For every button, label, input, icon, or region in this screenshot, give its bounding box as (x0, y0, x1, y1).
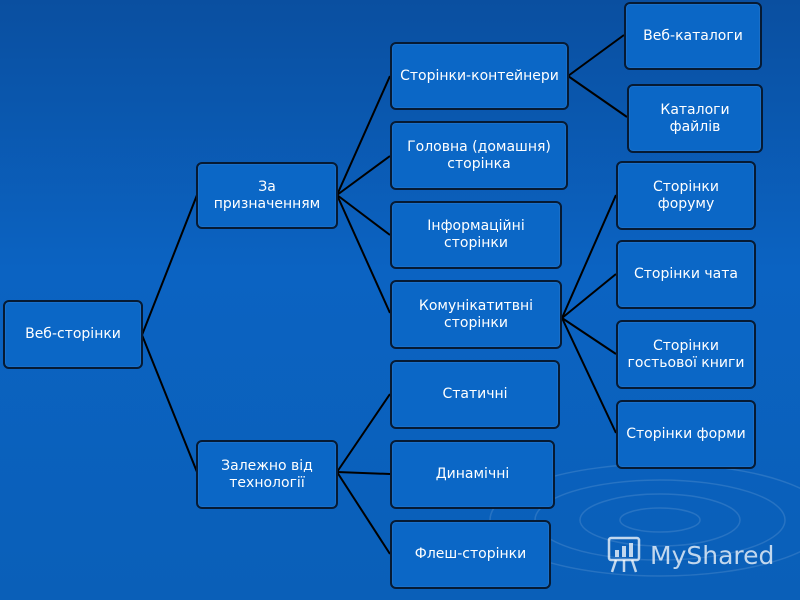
node-file-catalogs: Каталоги файлів (627, 84, 763, 153)
node-label: Інформаційні сторінки (427, 218, 525, 251)
presentation-board-icon (607, 536, 641, 573)
node-communicative-pages: Комунікатитвні сторінки (390, 280, 562, 349)
node-label: Веб-сторінки (25, 326, 121, 342)
myshared-watermark: MyShared (606, 532, 786, 578)
node-chat-pages: Сторінки чата (616, 240, 756, 309)
node-label: За призначенням (213, 178, 321, 212)
node-label: Сторінки-контейнери (400, 67, 559, 84)
node-static: Статичні (390, 360, 560, 429)
node-label: Динамічні (435, 466, 510, 482)
node-web-catalogs: Веб-каталоги (624, 2, 762, 70)
node-label: Сторінки чата (633, 266, 738, 282)
node-label: Сторінки гостьової книги (627, 337, 745, 371)
node-dynamic: Динамічні (390, 440, 555, 509)
node-label: Статичні (442, 386, 508, 402)
node-by-purpose: За призначенням (196, 162, 338, 229)
node-info-pages: Інформаційні сторінки (390, 201, 562, 269)
node-form-pages: Сторінки форми (616, 400, 756, 469)
node-web-pages: Веб-сторінки (3, 300, 143, 369)
node-container-pages: Сторінки-контейнери (390, 42, 569, 110)
node-label: Комунікатитвні сторінки (418, 297, 534, 331)
node-label: Сторінки форуму (653, 178, 719, 212)
node-label: Флеш-сторінки (414, 546, 527, 562)
watermark-text: MyShared (650, 540, 775, 570)
node-guestbook-pages: Сторінки гостьової книги (616, 320, 756, 389)
node-label: Сторінки форми (626, 426, 746, 442)
node-label: Головна (домашня) сторінка (407, 138, 551, 172)
node-label: Каталоги файлів (660, 101, 730, 135)
node-label: Веб-каталоги (643, 27, 743, 44)
node-label: Залежно від технології (221, 457, 313, 491)
node-flash-pages: Флеш-сторінки (390, 520, 551, 589)
node-by-technology: Залежно від технології (196, 440, 338, 509)
node-forum-pages: Сторінки форуму (616, 161, 756, 230)
node-home-page: Головна (домашня) сторінка (390, 121, 568, 190)
